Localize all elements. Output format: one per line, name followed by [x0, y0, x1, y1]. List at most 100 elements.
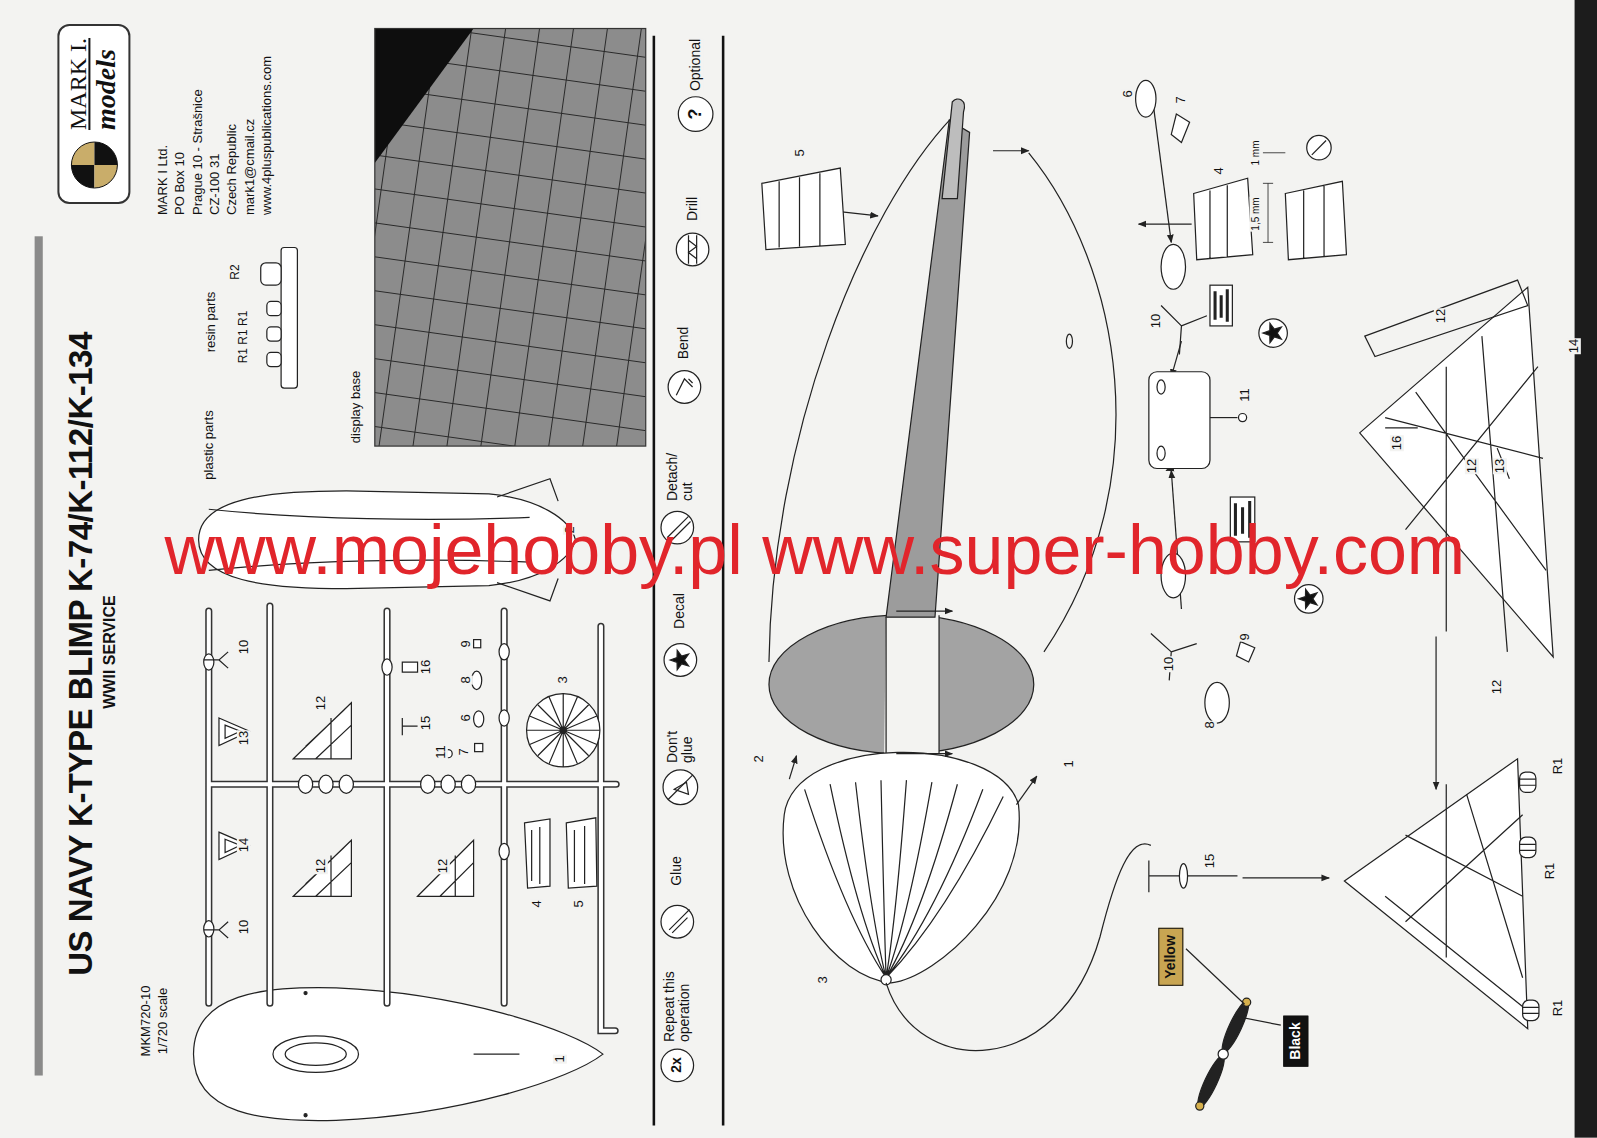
sprue-runner: [209, 606, 616, 1031]
brand-word: models: [91, 38, 122, 130]
display-base: [375, 29, 646, 447]
assembly-arrow: [1139, 223, 1192, 224]
kit-number: MKM720-10: [138, 984, 152, 1057]
color-name: Black: [1288, 1022, 1303, 1059]
assembly-arrow: [896, 610, 952, 611]
callout-number: 6: [459, 713, 473, 722]
sprue-runner: [204, 654, 214, 670]
sprue-runner: [499, 843, 509, 859]
legend-symbol: [663, 770, 698, 805]
callout-number: 3: [556, 676, 570, 685]
legend-text: Detach/ cut: [665, 442, 696, 502]
sprue-runner: [441, 775, 455, 793]
callout-number: 11: [1237, 387, 1251, 403]
callout-number: 4: [530, 900, 544, 909]
tail-fin: [1307, 135, 1331, 159]
engine-pod: [1136, 80, 1255, 723]
legend-text: Glue: [670, 855, 685, 887]
title: US NAVY K-TYPE BLIMP K-74/K-112/K-134: [63, 332, 99, 976]
roundel: [69, 140, 119, 190]
callout-number: 16: [419, 659, 433, 675]
sprue-runner: [461, 775, 475, 793]
gondola: [1149, 372, 1247, 469]
resin-part: [1520, 772, 1536, 792]
part-label: R1 R1 R1: [238, 310, 251, 365]
callout-number: 9: [1237, 632, 1251, 641]
sprue-small-parts: [475, 743, 483, 751]
callout-number: 14: [237, 837, 251, 853]
callout-number: 13: [1493, 458, 1507, 474]
sprue-runner: [382, 659, 392, 675]
callout-number: 10: [1162, 656, 1176, 672]
envelope-halves: [884, 615, 939, 756]
legend-symbol: [670, 650, 688, 669]
nose-cone: [783, 752, 1019, 985]
resin-sprue: [267, 327, 281, 341]
section-label: plastic parts: [202, 409, 216, 480]
display-base: [375, 29, 646, 447]
symbol-text: 2x: [670, 1058, 685, 1074]
sprue-triangle-frames: [219, 703, 474, 897]
sprue-part-3: [527, 694, 600, 767]
callout-number: 8: [459, 676, 473, 685]
logo-text-column: MARK I.models: [65, 38, 122, 130]
resin-sprue: [261, 247, 298, 388]
mooring-frame: [1344, 280, 1553, 1029]
resin-part: [1520, 772, 1536, 792]
address-line: Czech Republic: [225, 123, 239, 216]
mast: [886, 844, 1237, 1051]
section-label: resin parts: [204, 290, 218, 353]
nose-cone: [805, 780, 1004, 978]
leader-line: [1186, 949, 1281, 1025]
callout-number: 12: [1490, 679, 1504, 695]
tail-fin: [1312, 141, 1326, 155]
address-line: CZ-100 31: [208, 152, 222, 215]
legend-symbol: [669, 910, 689, 933]
display-base: [375, 29, 646, 447]
callout-number: 7: [457, 747, 471, 756]
page-edge: [1575, 0, 1597, 1138]
sprue-part-3: [527, 694, 600, 767]
propeller: [1151, 634, 1197, 681]
assembly-arrow: [1016, 776, 1036, 805]
mooring-frame: [1365, 280, 1546, 652]
decal-symbol: [1295, 585, 1324, 614]
callout-number: 16: [1390, 435, 1404, 451]
callout-number: 8: [1203, 721, 1217, 730]
sprue-runner: [209, 606, 616, 1031]
sprue-runner: [499, 644, 509, 660]
envelope-halves: [886, 615, 939, 756]
tail-fin: [1285, 181, 1346, 259]
assembly-illustration: [35, 0, 1597, 1138]
decal-symbol: [1299, 589, 1317, 608]
legend-text: Optional: [688, 38, 703, 92]
legend-symbol: [676, 233, 709, 266]
propeller: [1151, 306, 1207, 681]
callout-number: 3: [816, 975, 830, 984]
gondola: [1157, 446, 1165, 460]
resin-part: [1520, 779, 1536, 785]
sprue-part-1: [194, 988, 603, 1121]
address-line: Prague 10 - Strašnice: [190, 88, 204, 216]
color-box: Yellow: [1159, 929, 1184, 987]
sprue-small-parts: [402, 662, 417, 672]
resin-part: [1520, 837, 1536, 857]
callout-number: 1: [1062, 759, 1076, 768]
sprue-small-parts: [525, 819, 550, 888]
sprue-part-1: [273, 1036, 359, 1073]
callout-number: 11: [434, 744, 448, 760]
callout-number: 12: [436, 857, 450, 873]
logo-box: MARK I.models: [57, 24, 130, 204]
resin-sprue: [267, 352, 281, 366]
propeller: [1161, 306, 1207, 355]
tail-fin: [1194, 178, 1253, 259]
sprue-runner: [499, 710, 509, 726]
callout-number: 9: [459, 639, 473, 648]
legend-symbol: [661, 1049, 694, 1082]
callout-number: 13: [237, 730, 251, 746]
resin-part: [1523, 1000, 1539, 1020]
sprue-small-parts: [204, 652, 228, 938]
resin-part: [1523, 1007, 1539, 1013]
sprue-small-parts: [204, 640, 597, 938]
resin-part: [1520, 844, 1536, 850]
